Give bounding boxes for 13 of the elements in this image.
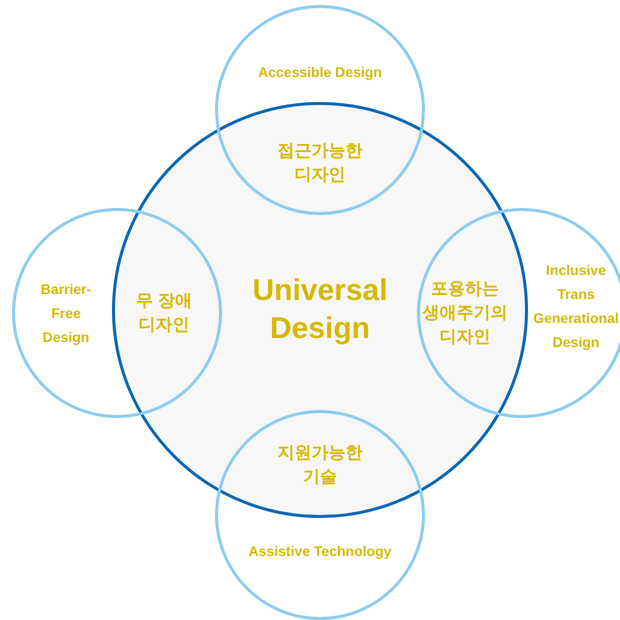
english-label: Barrier-Free Design — [40, 280, 92, 347]
outer-circle — [215, 5, 425, 215]
outer-circle — [215, 410, 425, 620]
korean-label: 접근가능한 디자인 — [276, 140, 364, 186]
korean-label: 포용하는 생애주기의 디자인 — [422, 278, 508, 348]
english-label: Accessible Design — [257, 63, 383, 82]
korean-label: 지원가능한 기술 — [276, 442, 364, 488]
outer-circle — [417, 208, 620, 418]
english-label: Inclusive Trans Generational Design — [532, 261, 620, 352]
outer-circle — [12, 208, 222, 418]
english-label: Assistive Technology — [248, 542, 392, 561]
title-label: Universal Design — [251, 273, 389, 347]
korean-label: 무 장애 디자인 — [135, 290, 193, 336]
